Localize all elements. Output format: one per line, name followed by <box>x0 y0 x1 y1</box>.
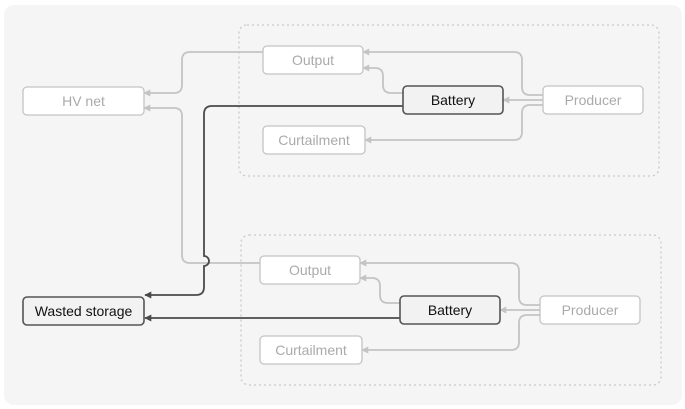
group-1-frame <box>238 24 660 177</box>
edge-g2-producer-output <box>359 259 540 306</box>
node-g1-producer[interactable]: Producer <box>542 85 644 115</box>
edge-g1-output-hvnet <box>143 51 263 97</box>
edge-g1-battery-output <box>362 64 403 94</box>
node-g2-battery[interactable]: Battery <box>399 295 501 325</box>
node-wasted-storage[interactable]: Wasted storage <box>22 296 145 326</box>
node-g2-output[interactable]: Output <box>259 255 361 285</box>
node-g2-output-label: Output <box>289 262 331 278</box>
node-g2-curtailment[interactable]: Curtailment <box>259 335 363 365</box>
node-g1-curtailment-label: Curtailment <box>278 132 350 148</box>
node-g1-output[interactable]: Output <box>262 45 364 75</box>
node-hv-net-label: HV net <box>62 93 105 109</box>
edge-g1-battery-wasted-storage <box>144 105 403 299</box>
node-g2-producer-label: Producer <box>562 302 619 318</box>
node-g2-curtailment-label: Curtailment <box>275 342 347 358</box>
edge-g2-producer-curtailment <box>361 314 540 354</box>
node-g1-battery[interactable]: Battery <box>402 85 504 115</box>
node-g1-output-label: Output <box>292 52 334 68</box>
edge-g1-producer-output <box>362 48 543 96</box>
node-g1-curtailment[interactable]: Curtailment <box>262 125 366 155</box>
edge-g2-battery-output <box>359 274 400 304</box>
node-g2-producer[interactable]: Producer <box>539 295 641 325</box>
group-2-frame <box>240 234 662 386</box>
node-g2-battery-label: Battery <box>428 302 472 318</box>
edge-g1-producer-curtailment <box>364 104 543 144</box>
edge-g2-output-hvnet <box>143 104 260 264</box>
node-g1-producer-label: Producer <box>565 92 622 108</box>
node-g1-battery-label: Battery <box>431 92 475 108</box>
node-wasted-storage-label: Wasted storage <box>35 303 133 319</box>
diagram-panel <box>4 5 682 405</box>
node-hv-net[interactable]: HV net <box>22 86 145 116</box>
